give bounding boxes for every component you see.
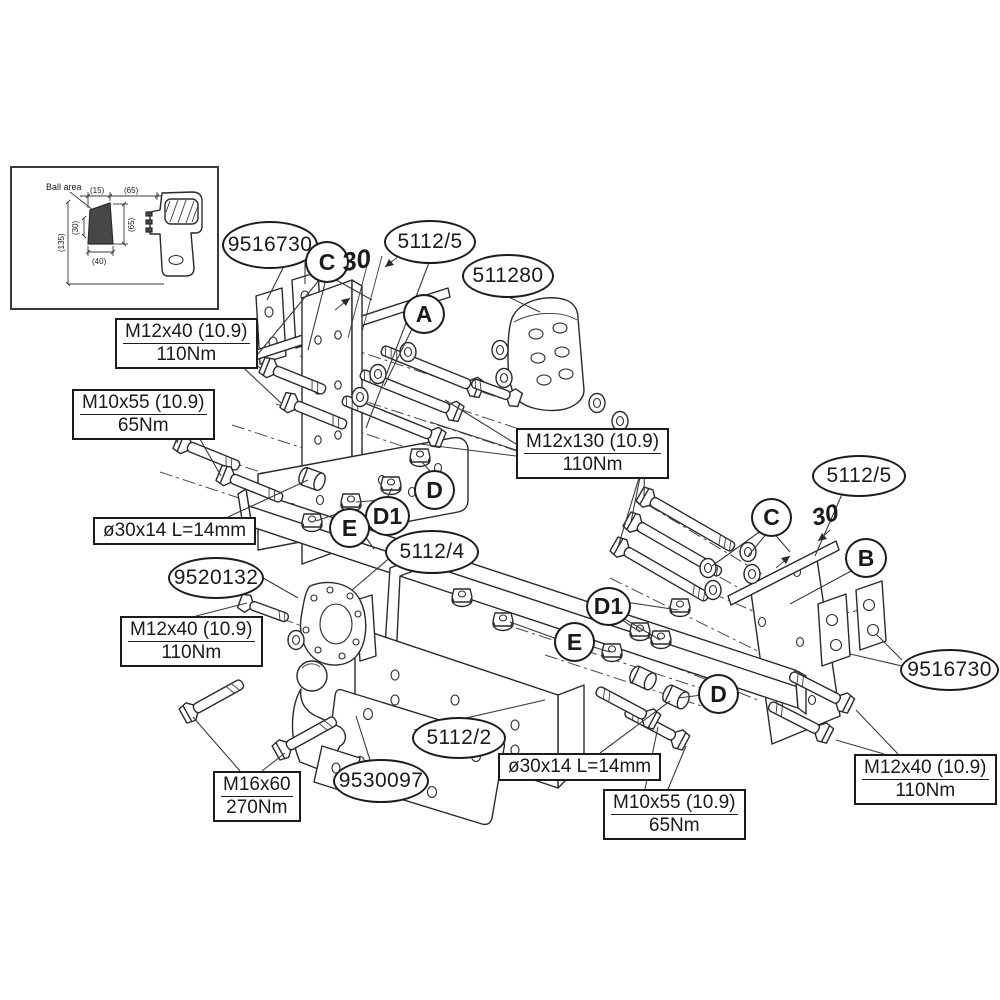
part-callout-5112-2: 5112/2 — [412, 717, 506, 759]
torque-spec-m12x40-right: M12x40 (10.9) 110Nm — [854, 754, 997, 805]
dim-bottom: (40) — [92, 257, 107, 266]
part-callout-5112-4: 5112/4 — [385, 530, 479, 574]
dim-left: (135) — [57, 233, 66, 252]
ref-marker-d-left: D — [414, 470, 455, 510]
ref-marker-a: A — [403, 294, 445, 334]
ref-marker-c-left: C — [305, 241, 349, 283]
part-callout-9530097: 9530097 — [333, 759, 429, 803]
part-callout-9520132: 9520132 — [168, 557, 264, 599]
angle-30-left: 30 — [339, 242, 374, 278]
offset-arrows — [334, 254, 831, 569]
dim-right: (65) — [127, 217, 136, 232]
torque-spec-m10x55-right: M10x55 (10.9) 65Nm — [603, 789, 746, 840]
torque-spec-m12x40-mid-left: M12x40 (10.9) 110Nm — [120, 616, 263, 667]
torque-spec-m12x130-center: M12x130 (10.9) 110Nm — [516, 428, 670, 479]
spacer-blocks-right — [817, 580, 887, 667]
dim-inner: (30) — [71, 220, 80, 235]
spacer-spec-right: ø30x14 L=14mm — [498, 753, 662, 781]
clamp-strip-right — [727, 540, 840, 606]
part-callout-9516730-left: 9516730 — [222, 221, 318, 269]
ref-marker-d-right: D — [698, 674, 739, 714]
part-callout-511280: 511280 — [462, 254, 554, 298]
part-callout-5112-5-left: 5112/5 — [384, 220, 476, 264]
ref-marker-c-right: C — [751, 498, 792, 537]
bumper-profile — [145, 191, 203, 277]
part-callout-9516730-right: 9516730 — [900, 649, 999, 691]
ref-marker-e-left: E — [329, 508, 370, 548]
torque-spec-m10x55-left: M10x55 (10.9) 65Nm — [72, 389, 215, 440]
dimension-lines — [65, 192, 164, 287]
spacer-spec-left: ø30x14 L=14mm — [93, 517, 257, 545]
dim-top-right: (65) — [124, 186, 139, 195]
part-callout-5112-5-right: 5112/5 — [812, 455, 906, 497]
socket-plate — [299, 581, 377, 666]
ref-marker-e-right: E — [554, 622, 595, 662]
torque-spec-m12x40-top-left: M12x40 (10.9) 110Nm — [115, 318, 258, 369]
torque-spec-m16x60: M16x60 270Nm — [213, 771, 301, 822]
ball-clearance-inset: Ball area (15) (65) (30) (65) (135) (40) — [10, 166, 219, 310]
ball-area-label: Ball area — [46, 182, 82, 192]
ref-marker-d1-right: D1 — [586, 587, 631, 626]
ball-area-shape — [87, 202, 114, 245]
ref-marker-d1-left: D1 — [365, 496, 410, 536]
bumper-bracket — [507, 297, 585, 412]
ref-marker-b: B — [845, 538, 887, 578]
dim-top-left: (15) — [90, 186, 105, 195]
